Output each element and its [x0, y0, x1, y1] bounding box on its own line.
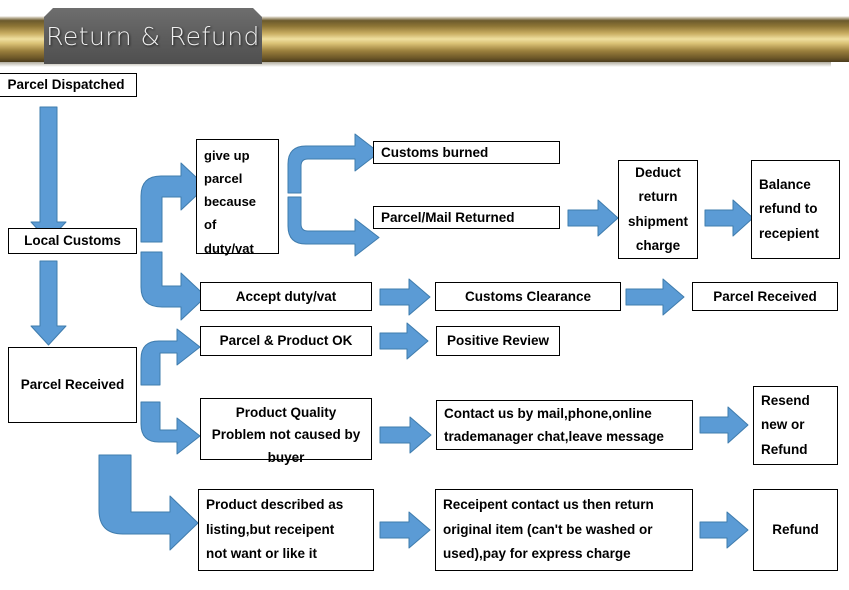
node-resend-label: Resend new or Refund [761, 393, 810, 457]
node-parcel-product-ok[interactable]: Parcel & Product OK [200, 326, 372, 356]
node-deduct-label: Deduct return shipment charge [627, 165, 688, 253]
node-balance-refund-to-recepient[interactable]: Balance refund to recepient [751, 160, 840, 259]
arrow-quality-to-contact [379, 416, 432, 454]
node-receipent-contact-us-label: Receipent contact us then return origina… [443, 497, 654, 562]
node-product-described-as-listing[interactable]: Product described as listing,but receipe… [198, 489, 374, 571]
arrow-ok-to-review [379, 322, 429, 360]
node-give-up-parcel-label: give up parcel because of duty/vat [204, 148, 257, 256]
arrow-deduct-to-balance [704, 199, 754, 237]
node-accept-duty-vat[interactable]: Accept duty/vat [200, 282, 372, 311]
node-product-quality-problem[interactable]: Product Quality Problem not caused by bu… [200, 398, 372, 465]
node-parcel-mail-returned[interactable]: Parcel/Mail Returned [373, 206, 560, 229]
node-accept-duty-vat-label: Accept duty/vat [235, 288, 337, 304]
arrow-receipent-to-refund [699, 511, 749, 549]
node-receipent-contact-us[interactable]: Receipent contact us then return origina… [435, 489, 693, 571]
node-customs-burned-label: Customs burned [381, 144, 489, 160]
arrow-described-to-receipent [379, 511, 431, 549]
node-product-quality-problem-label: Product Quality Problem not caused by bu… [211, 405, 361, 465]
node-parcel-product-ok-label: Parcel & Product OK [219, 333, 353, 349]
arrow-received-to-described [98, 454, 199, 551]
node-parcel-dispatched[interactable]: Parcel Dispatched [0, 73, 137, 97]
node-parcel-received-top[interactable]: Parcel Received [692, 282, 838, 311]
node-customs-clearance-label: Customs Clearance [464, 288, 592, 304]
arrow-clearance-to-received [625, 278, 685, 316]
node-positive-review-label: Positive Review [446, 333, 550, 349]
arrow-customs-to-accept [140, 251, 207, 321]
node-refund[interactable]: Refund [753, 489, 838, 571]
node-parcel-received-left[interactable]: Parcel Received [8, 347, 137, 423]
arrow-accept-to-clearance [379, 278, 431, 316]
node-balance-refund-label: Balance refund to recepient [759, 177, 820, 241]
node-local-customs[interactable]: Local Customs [8, 228, 137, 254]
node-give-up-parcel[interactable]: give up parcel because of duty/vat [196, 139, 279, 256]
arrow-split-bracket-top [287, 133, 380, 194]
node-local-customs-label: Local Customs [24, 233, 121, 249]
arrow-returned-to-deduct [567, 199, 619, 237]
node-resend-new-or-refund[interactable]: Resend new or Refund [753, 386, 838, 465]
arrow-received-to-quality-problem [140, 401, 201, 455]
node-refund-label: Refund [772, 522, 819, 538]
node-contact-us-label: Contact us by mail,phone,online trademan… [444, 405, 664, 444]
arrow-split-bracket-bottom [287, 196, 380, 257]
banner-drop-shadow [0, 62, 831, 67]
node-product-described-label: Product described as listing,but receipe… [206, 497, 344, 562]
node-deduct-return-shipment-charge[interactable]: Deduct return shipment charge [618, 160, 698, 259]
node-parcel-received-top-label: Parcel Received [713, 288, 817, 304]
node-customs-clearance[interactable]: Customs Clearance [435, 282, 621, 311]
arrow-dispatched-to-customs [30, 106, 67, 242]
node-contact-us[interactable]: Contact us by mail,phone,online trademan… [436, 400, 693, 450]
node-customs-burned[interactable]: Customs burned [373, 141, 560, 164]
node-parcel-dispatched-label: Parcel Dispatched [7, 77, 125, 93]
page-title: Return & Refund [46, 21, 260, 51]
title-ribbon: Return & Refund [44, 8, 262, 64]
arrow-received-to-product-ok [140, 328, 201, 386]
arrow-customs-to-parcel-received [30, 260, 67, 346]
node-parcel-mail-returned-label: Parcel/Mail Returned [381, 209, 515, 225]
node-parcel-received-left-label: Parcel Received [20, 377, 125, 393]
node-positive-review[interactable]: Positive Review [436, 326, 560, 356]
arrow-contact-to-resend [699, 406, 749, 444]
